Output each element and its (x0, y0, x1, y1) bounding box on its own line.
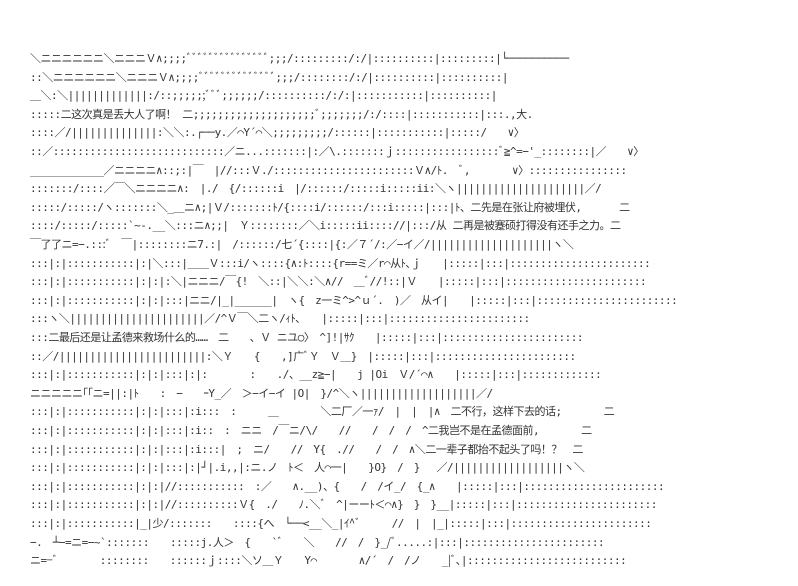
art-line: :::::/:::::/ヽ:::::::＼_＿ニ∧;|Ｖ/:::::::ﾄ/{:… (30, 200, 630, 214)
art-line: −. ┴−=ニ=−~`::::::: :::::j.人＞ { `ﾞ ＼ // /… (30, 535, 605, 549)
art-line: ::／::::::::::::::::::::::::::::／ニ...::::… (30, 145, 644, 158)
art-line: ＿＼:＼|||||||||||||:/::;;;;;;ﾞﾞﾞ;;;;;;/:::… (30, 89, 497, 103)
art-line: :::|:|:::::::::::|:|:|:::|:i:: : ニニ /￣ニ/… (30, 424, 592, 437)
art-line: :::|:|:::::::::::|:|＼:::|＿＿Ｖ:::i/ヽ::::{∧… (30, 256, 651, 270)
art-line: :::|:|:::::::::::|:|:|:::|:i::: : ＿ ＼二厂／… (30, 405, 615, 419)
art-line: :::|:|:::::::::::|:|:|:::|:i:::| ; ニ/ //… (30, 442, 583, 456)
art-line: ____________／ニニニニ∧::;:|￣ |//:::Ｖ./::::::… (30, 163, 627, 177)
art-line: :::|:|:::::::::::|:|:|:::|ニニ/|_|______| … (30, 293, 678, 307)
art-line: ::／/||||||||||||||||||||||||:＼Ｙ { ,]广ﾞＹ … (30, 349, 576, 363)
art-line: :::|:|:::::::::::|:|:|:＼|ニニニ/￣{! ＼::|＼＼:… (30, 275, 647, 289)
art-line: ::::/:::::/:::::`~-.__＼:::ニ∧;;| Ｙ:::::::… (30, 219, 621, 233)
art-line: :::ヽ＼||||||||||||||||||||||／/^Ｖ￣＼二ヽ/ｨﾄ､ … (30, 312, 530, 326)
art-line: ニニニニニ｢｢ニ=||:|ﾄ : − ｰY_／ ＞−イ−イ |O| }/^＼ヽ|… (30, 386, 493, 400)
art-line: :::|:|:::::::::::|:|:|:::|:|┘|.i,,|:ニ.ノ … (30, 461, 585, 475)
art-line: :::|:|:::::::::::|:|:|//::::::::::Ｖ{ ./ … (30, 498, 657, 512)
art-line: ニ=−ﾞ :::::::: ::::::ｊ::::＼ソ＿Ｙ Y⌒ ∧/´ / /… (30, 554, 627, 568)
art-line: ::::／/||||||||||||||:＼＼:.┌──y.／⌒Y´⌒＼;;;;… (30, 126, 525, 140)
art-line: :::::二这次真是丢大人了啊！ 二;;;;;;;;;;;;;;;;;;;;ﾞ;… (30, 107, 533, 121)
art-line: :::::::/::::／￣＼ニニニニ∧: |./ {/::::::i |/::… (30, 182, 602, 196)
art-line: :::|:|:::::::::::|:|:|//::::::::::: :／ ∧… (30, 479, 665, 493)
art-line: :::二最后还是让孟德来救场什么的…… 二 、Ｖ ニユ○〉 ^]!|ｻｸ |::… (30, 331, 584, 344)
art-line: :::|:|:::::::::::|:|:|:::|:|: : ./、__z≧−… (30, 368, 602, 382)
art-line: ::＼ニニニニニニ＼ニニニＶ∧;;;;ﾞﾞﾞﾞﾞﾞﾞﾞﾞﾞﾞﾞﾞﾞ;;;/:::… (30, 70, 509, 84)
art-line: :::|:|:::::::::::|_|少/::::::: ::::{へ └──… (30, 517, 652, 530)
art-line: ￣了了ニ=−.:::ﾞ ￣|::::::::ニ7.:| /::::::/七´{:… (30, 238, 574, 251)
art-line: ＼ニニニニニニ＼ニニニＶ∧;;;;ﾞﾞﾞﾞﾞﾞﾞﾞﾞﾞﾞﾞﾞﾞﾞ;;;/::::… (30, 52, 569, 65)
